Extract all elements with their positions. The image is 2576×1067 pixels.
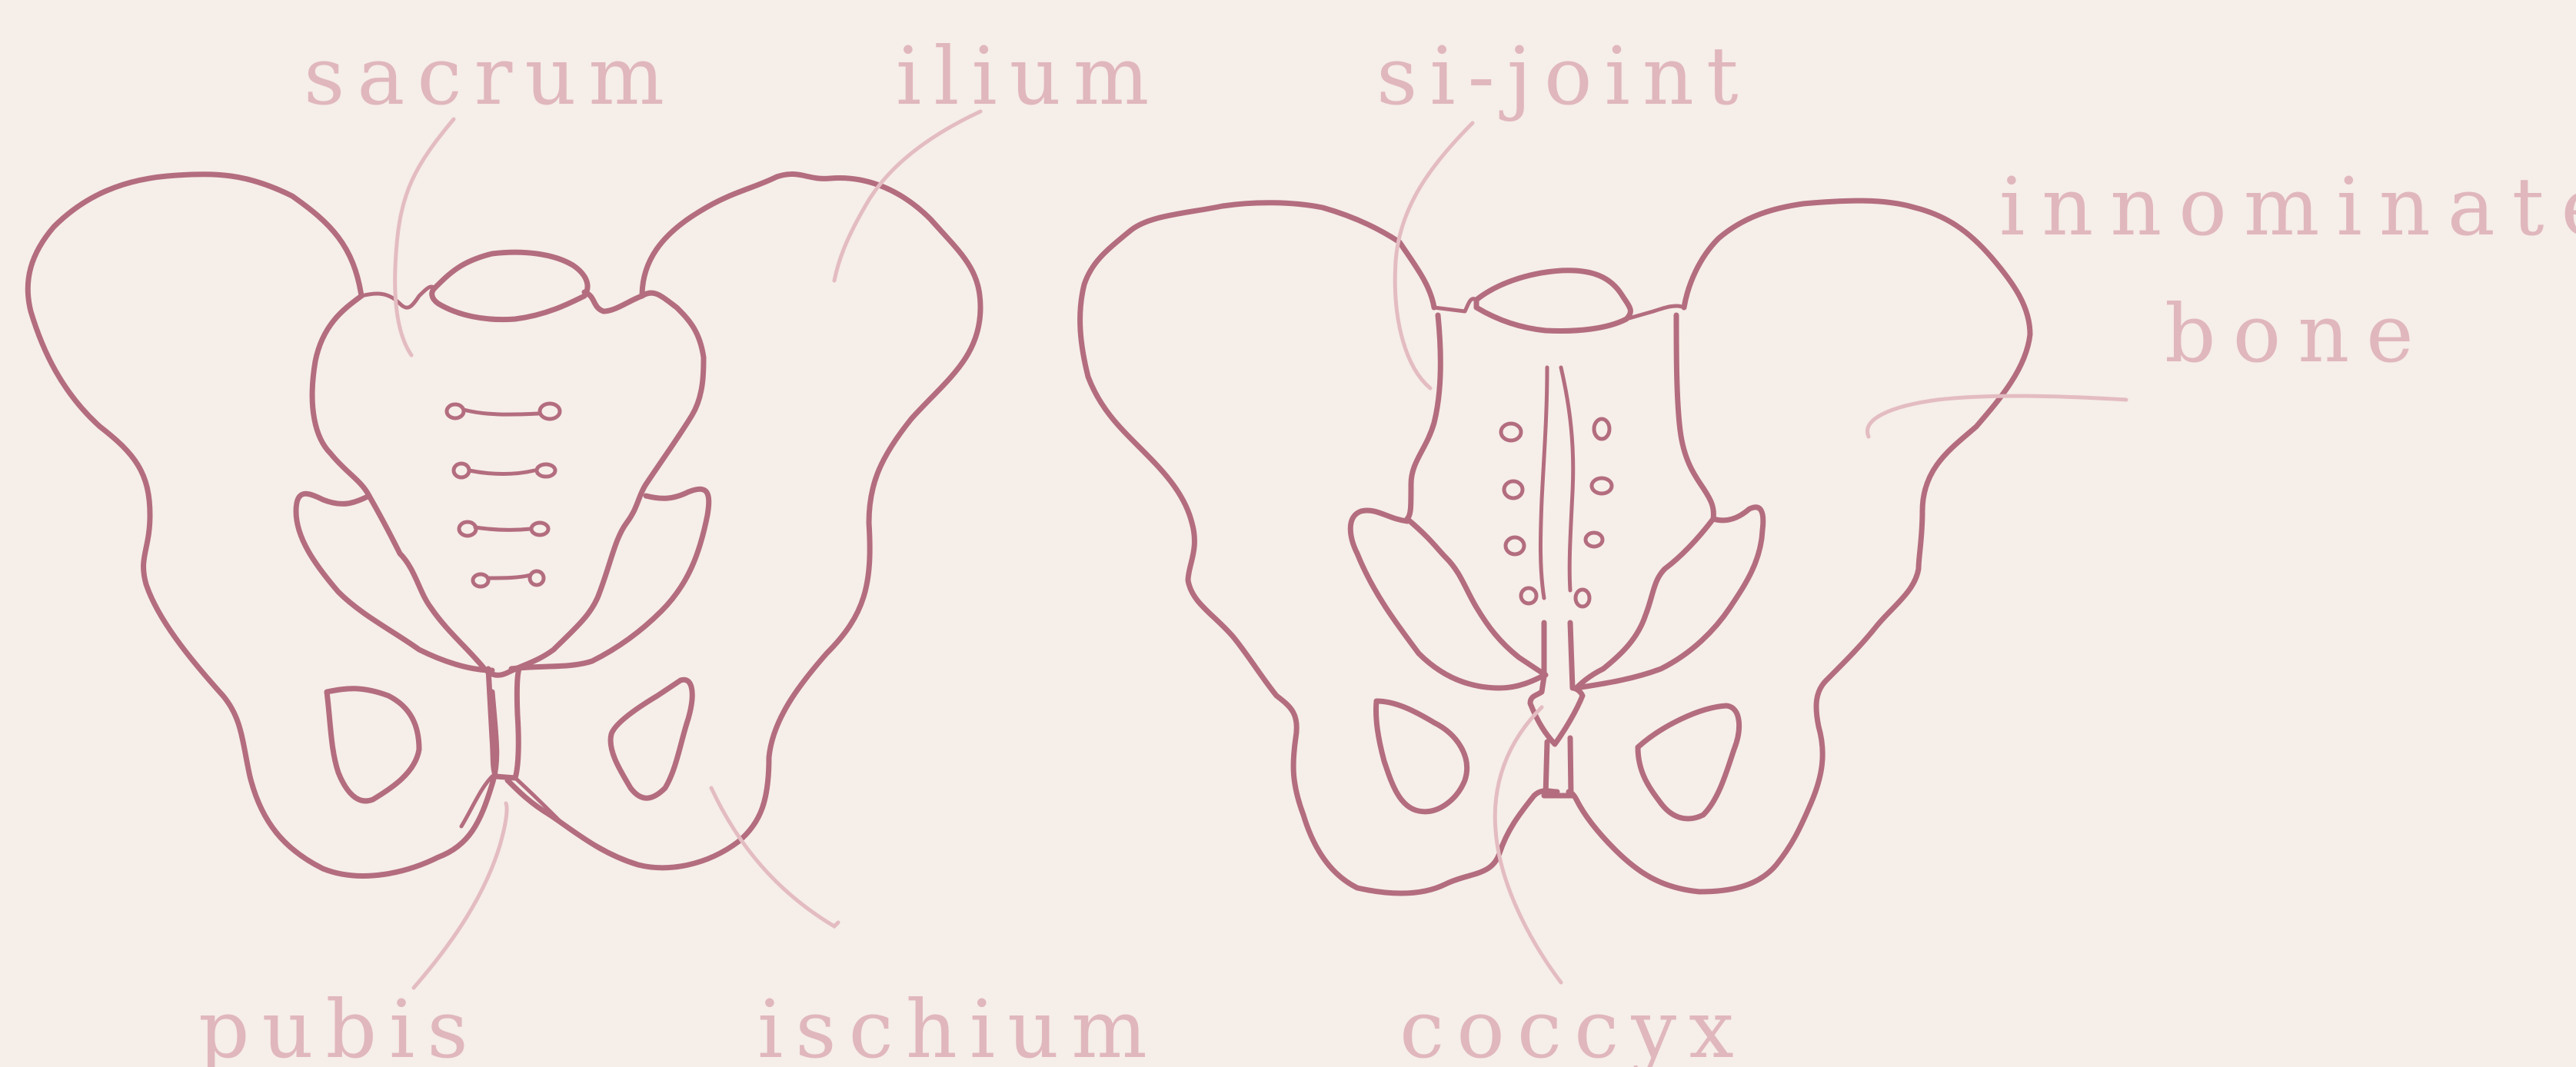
label-coccyx: coccyx: [1399, 982, 1746, 1067]
coccyx-outline: [1530, 623, 1583, 744]
back-sacrum-outline-right: [1576, 315, 1713, 688]
sacrum-leader: [395, 119, 454, 355]
pelvis-front-view: [28, 175, 980, 876]
left-ilium-outline: [28, 175, 497, 876]
back-sacrum-base: [1476, 271, 1630, 331]
ischium-leader: [711, 788, 838, 926]
back-left-ilium-outline: [1080, 203, 1557, 893]
back-sacrum-shoulders: [1434, 299, 1684, 319]
label-innominate: innominate: [1999, 160, 2576, 254]
label-si-joint: si-joint: [1376, 29, 1751, 123]
back-right-acetabulum-rim: [1576, 507, 1763, 688]
right-ilium-outline: [508, 175, 980, 868]
label-bone: bone: [2165, 287, 2431, 381]
labels: sacrum ilium si-joint innominate bone pu…: [198, 29, 2576, 1067]
leader-lines: [395, 111, 2126, 988]
pubis-leader: [414, 803, 507, 988]
pubic-symphysis: [488, 669, 519, 778]
right-acetabulum-rim: [511, 489, 709, 669]
left-obturator-foramen: [327, 689, 419, 801]
back-sacral-foramina: [1501, 419, 1612, 607]
back-right-ilium-outline: [1569, 201, 2030, 892]
sacrum-base: [432, 252, 587, 319]
pelvis-back-view: [1080, 201, 2030, 893]
label-pubis: pubis: [198, 982, 481, 1067]
right-obturator-foramen: [611, 680, 692, 798]
back-left-obturator-foramen: [1376, 701, 1466, 812]
back-sacrum-outline: [1407, 315, 1546, 675]
coccyx-tail: [1544, 738, 1573, 796]
ilium-leader: [834, 111, 980, 281]
sacral-foramina: [447, 404, 560, 587]
median-sacral-crest: [1540, 367, 1573, 598]
back-right-obturator-foramen: [1638, 706, 1739, 819]
label-sacrum: sacrum: [304, 29, 677, 123]
label-ilium: ilium: [896, 29, 1161, 123]
label-ischium: ischium: [757, 982, 1160, 1067]
